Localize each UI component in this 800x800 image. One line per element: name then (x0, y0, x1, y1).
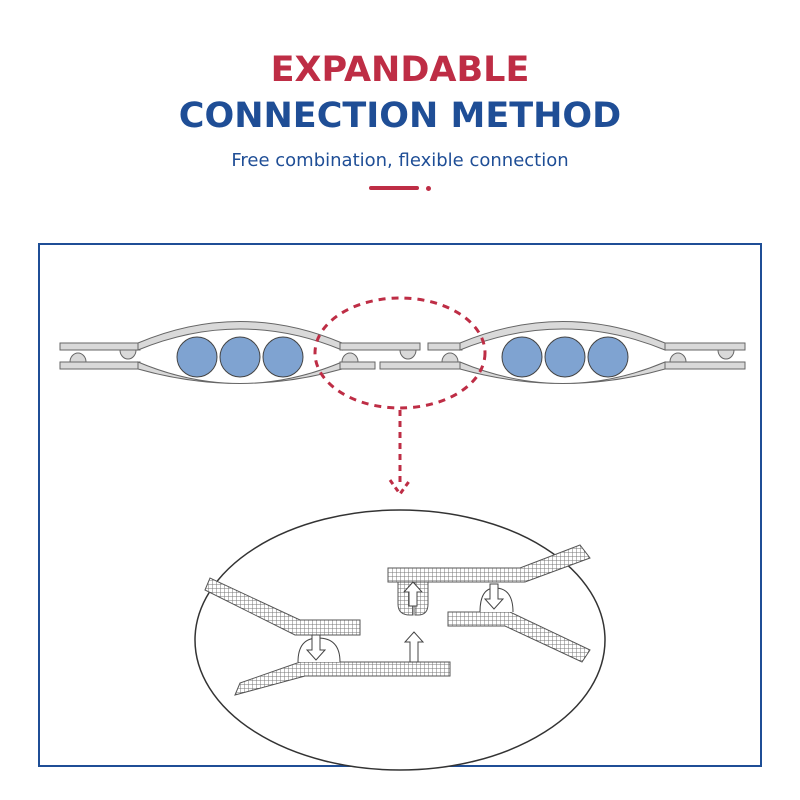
title-expandable: EXPANDABLE (270, 50, 530, 90)
title-connection-method: CONNECTION METHOD (178, 96, 622, 136)
subtitle: Free combination, flexible connection (231, 150, 569, 171)
divider-bar (369, 186, 419, 190)
connector-chain-icon (59, 321, 746, 384)
cable-circles (176, 336, 629, 378)
magnify-ellipse-icon (313, 296, 487, 410)
zoomed-joint-detail-icon (194, 509, 606, 771)
divider-dot (426, 186, 431, 191)
clip-joints (69, 349, 735, 363)
